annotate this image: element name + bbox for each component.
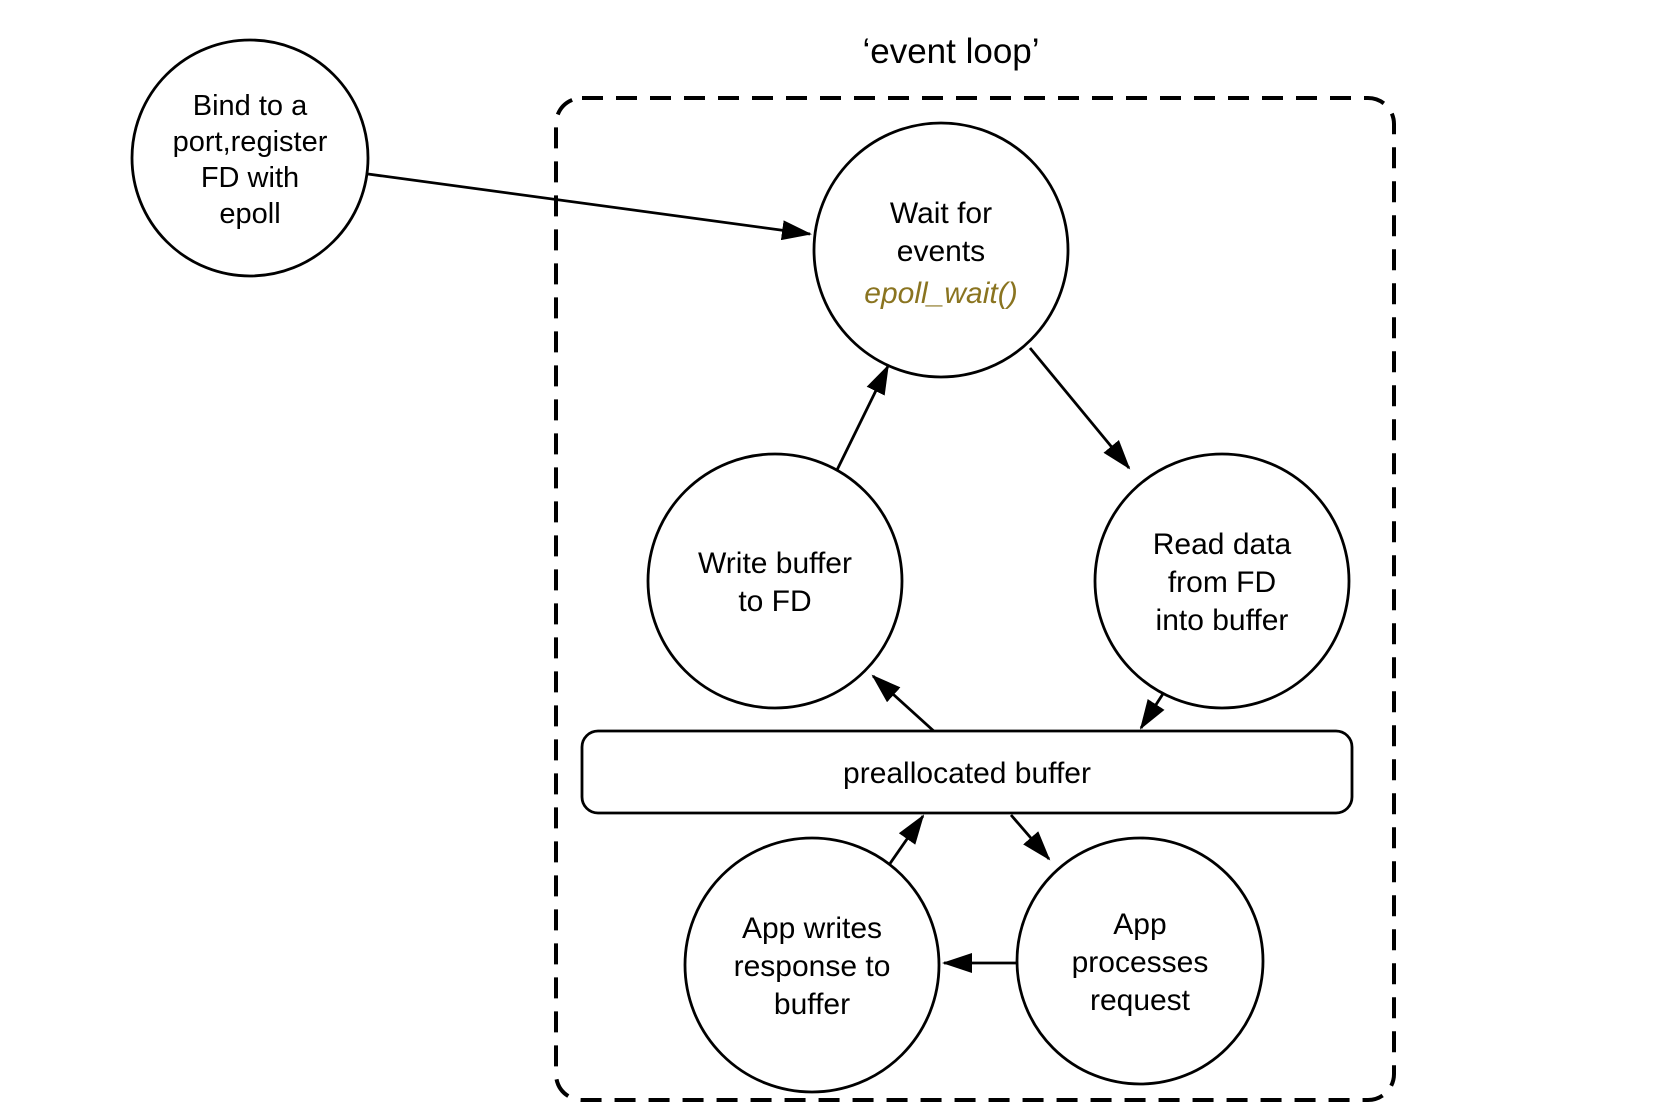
node-wait-for-events [812, 121, 1070, 379]
event-loop-boundary [554, 96, 1396, 1102]
node-write-buffer [646, 452, 904, 710]
edge-preallocated-buffer-to-app-processes-request [1009, 814, 1051, 861]
node-app-writes-response [683, 836, 941, 1094]
edge-write-buffer-to-wait-for-events [835, 364, 890, 471]
edge-bind-register-to-wait-for-events [367, 172, 812, 241]
node-read-data [1093, 452, 1351, 710]
edge-wait-for-events-to-read-data [1028, 347, 1131, 470]
edge-app-writes-response-to-preallocated-buffer [887, 814, 925, 866]
node-preallocated-buffer [580, 729, 1354, 815]
node-app-processes-request [1015, 836, 1265, 1086]
node-bind-register [130, 38, 370, 278]
node-preallocated-buffer-label: preallocated buffer [843, 757, 1091, 790]
event-loop-title: ‘event loop’ [862, 32, 1040, 71]
